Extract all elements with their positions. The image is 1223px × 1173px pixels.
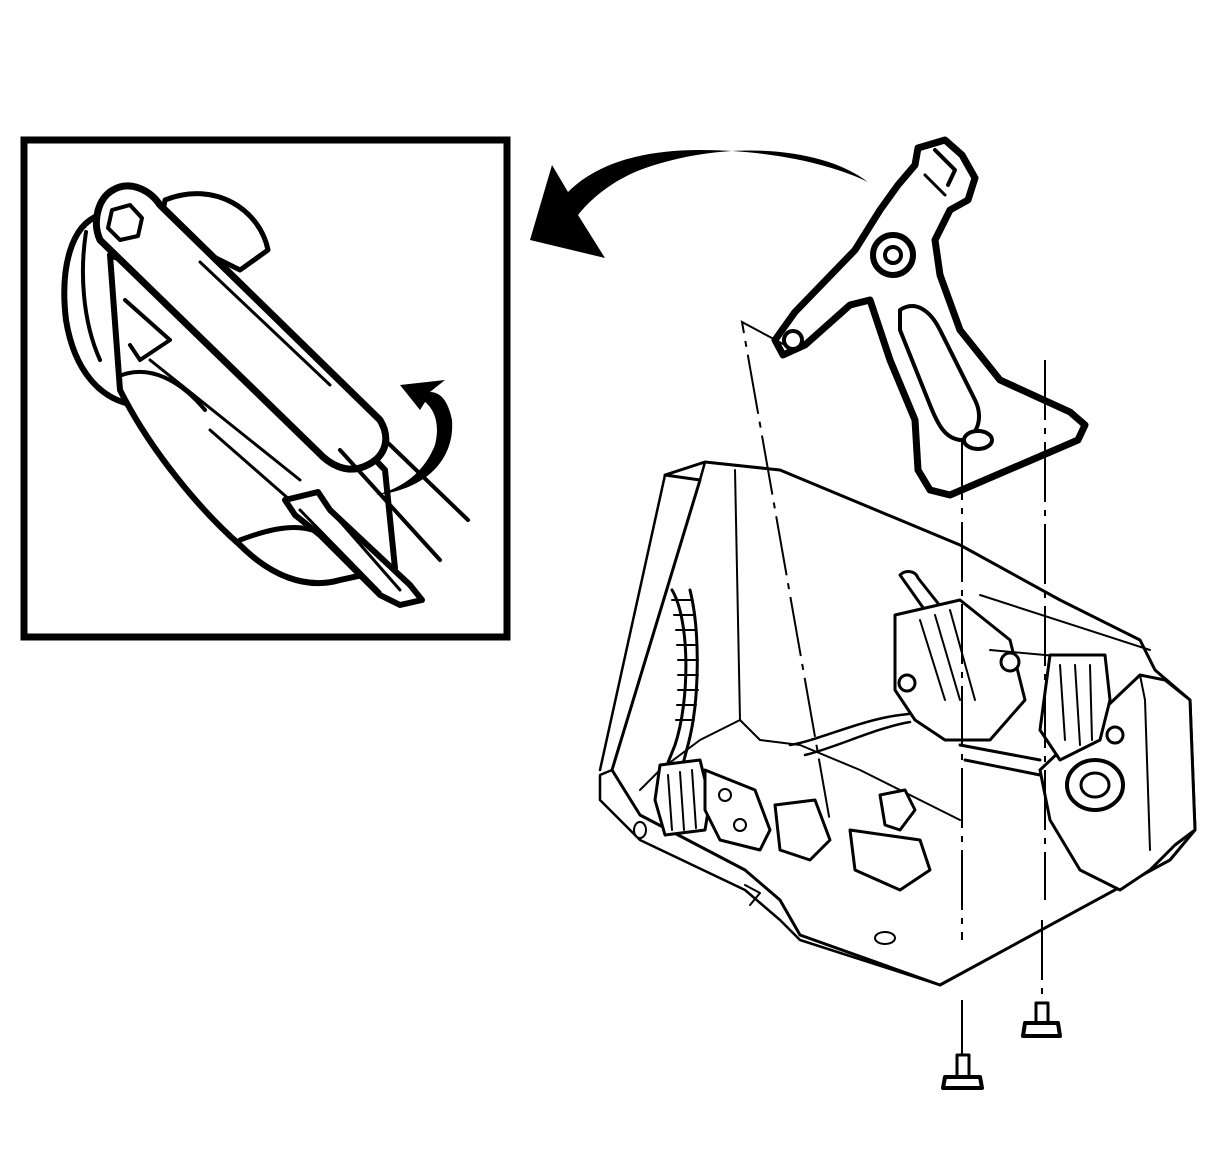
floor-plate [848,828,932,892]
alignment-line-1 [740,320,831,823]
bracket-pivot-hole [883,245,903,265]
rotation-arrow-large [530,150,868,258]
internal-mechanism [653,570,1151,892]
inset-rotation-arrow [375,380,453,495]
detail-inset [20,136,511,641]
actuator-cylinder [93,182,390,473]
bracket-arm-eye [782,329,804,351]
housing-hole-2 [874,931,896,945]
connector-wedge [282,489,425,608]
wiring-sleeve-bands [671,599,699,721]
bracket-mount-hole [962,429,994,451]
floor-boss [878,788,917,832]
housing-hole-1 [633,821,647,839]
actuator-module [893,598,1027,742]
bolt-left [941,1053,984,1090]
shaft-lines [338,438,470,562]
cylinder-hex-end [106,203,144,242]
bolt-right [1021,1001,1062,1038]
mounting-bracket [771,136,1089,499]
rod-nut [999,651,1021,673]
lock-lever [773,798,832,862]
alignment-lines [740,320,1046,1055]
